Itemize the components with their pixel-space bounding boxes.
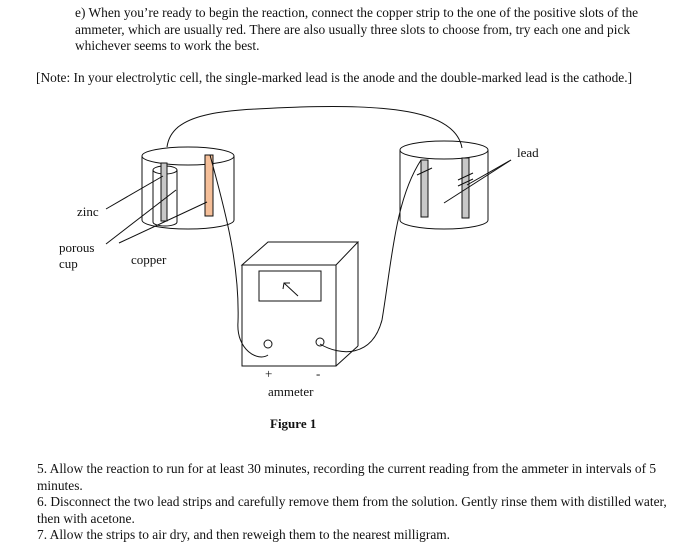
plus-label: + (265, 366, 273, 381)
procedure-steps: 5. Allow the reaction to run for at leas… (37, 461, 677, 544)
lead-strip-anode (420, 159, 429, 218)
instruction-e-marker: e) (75, 5, 86, 20)
ammeter-label: ammeter (268, 384, 314, 399)
instruction-e: e) When you’re ready to begin the reacti… (75, 5, 675, 55)
wire-lead-to-ammeter (319, 159, 422, 353)
porous-cup-label: porous cup (59, 240, 95, 271)
copper-strip (204, 154, 214, 217)
step-5: 5. Allow the reaction to run for at leas… (37, 461, 657, 493)
ammeter-terminal-negative (315, 337, 325, 347)
figure-caption: Figure 1 (270, 416, 317, 431)
right-beaker (399, 140, 489, 230)
left-beaker (141, 146, 235, 230)
step-6: 6. Disconnect the two lead strips and ca… (37, 494, 667, 526)
instruction-e-text: When you’re ready to begin the reaction,… (75, 5, 639, 53)
lead-pointer-2 (443, 159, 512, 204)
zinc-label: zinc (77, 204, 99, 219)
copper-label: copper (131, 252, 167, 267)
ammeter-needle (283, 282, 299, 297)
lead-strip-cathode (461, 157, 470, 219)
lead-label: lead (517, 145, 539, 160)
wire-left-to-right-cell (166, 106, 463, 149)
ammeter-terminal-positive (263, 339, 273, 349)
porous-cup-pointer (105, 189, 177, 245)
zinc-pointer (105, 175, 164, 210)
electrode-note: [Note: In your electrolytic cell, the si… (36, 70, 633, 85)
wire-copper-to-ammeter (209, 154, 269, 358)
zinc-strip (160, 162, 168, 222)
ammeter-box (240, 241, 360, 367)
minus-label: - (316, 366, 321, 381)
step-7: 7. Allow the strips to air dry, and then… (37, 527, 451, 542)
copper-pointer (118, 201, 208, 244)
ammeter-display (258, 270, 322, 302)
